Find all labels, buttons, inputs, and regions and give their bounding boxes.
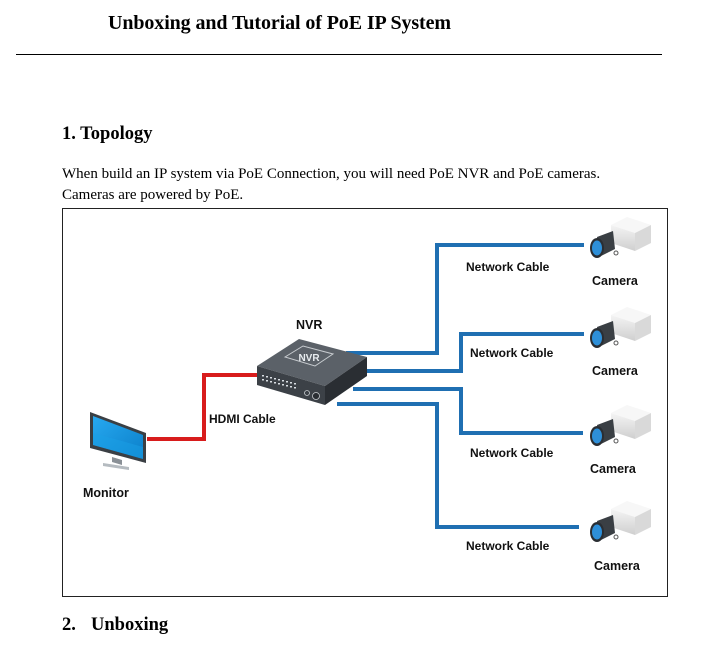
nvr-label: NVR [296, 318, 323, 332]
camera-label-2: Camera [592, 364, 638, 378]
network-cable-label-1: Network Cable [466, 260, 550, 274]
section-number: 2. [62, 615, 76, 635]
section-heading-unboxing: 2. Unboxing [62, 615, 168, 636]
network-cable-3 [353, 387, 583, 435]
paragraph-line-1: When build an IP system via PoE Connecti… [62, 166, 601, 182]
camera-icon [590, 307, 651, 348]
camera-label-4: Camera [594, 559, 640, 573]
nvr-device-icon: NVR [257, 339, 367, 405]
topology-paragraph: When build an IP system via PoE Connecti… [62, 164, 662, 206]
section-title: Unboxing [91, 615, 169, 635]
hdmi-cable-label: HDMI Cable [209, 412, 276, 426]
camera-icon [590, 405, 651, 446]
nvr-device-text: NVR [298, 353, 320, 364]
topology-diagram-svg: NVR [90, 217, 651, 542]
network-cable-1 [346, 243, 584, 355]
hdmi-cable [147, 373, 260, 441]
title-divider [16, 54, 662, 55]
document-title: Unboxing and Tutorial of PoE IP System [108, 12, 451, 34]
monitor-icon [90, 412, 146, 470]
network-cable-label-4: Network Cable [466, 539, 550, 553]
network-cable-label-3: Network Cable [470, 446, 554, 460]
network-cable-2 [363, 332, 584, 373]
network-cable-4 [337, 402, 579, 529]
camera-label-1: Camera [592, 274, 638, 288]
section-heading-topology: 1. Topology [62, 124, 153, 144]
network-cable-label-2: Network Cable [470, 346, 554, 360]
monitor-label: Monitor [83, 486, 129, 500]
paragraph-line-2: Cameras are powered by PoE. [62, 187, 244, 203]
camera-icon [590, 501, 651, 542]
camera-icon [590, 217, 651, 258]
camera-label-3: Camera [590, 462, 636, 476]
topology-diagram: NVR [62, 208, 668, 597]
